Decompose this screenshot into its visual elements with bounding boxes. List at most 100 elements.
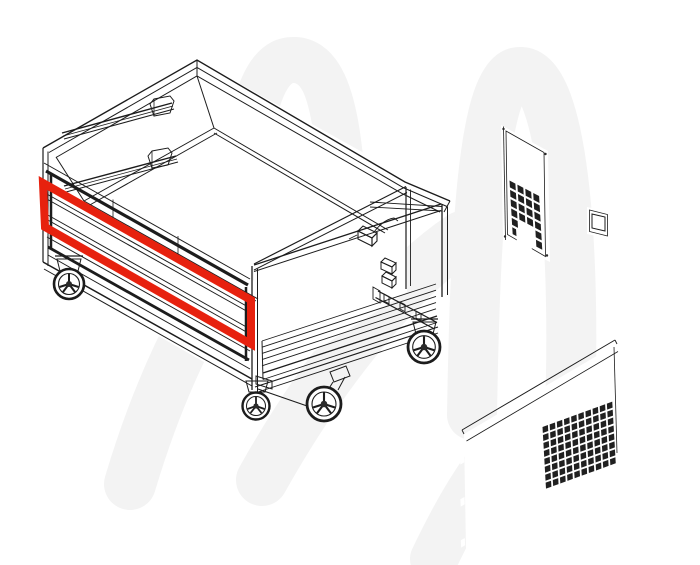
vent-cell <box>594 438 601 447</box>
vent-cell <box>550 430 556 439</box>
vent-cell <box>526 207 533 218</box>
vent-cell <box>559 459 565 468</box>
vent-cell <box>587 441 593 450</box>
vent-cell <box>581 467 588 476</box>
slide-rail-lower <box>63 147 179 193</box>
right-open-frame <box>251 185 448 408</box>
vent-cell <box>608 433 615 442</box>
panel-9 <box>501 125 550 262</box>
vent-cell <box>593 414 599 423</box>
connector-block-lower <box>381 271 397 290</box>
red-highlight-band <box>38 175 255 351</box>
vent-cell <box>573 462 580 471</box>
vent-cell <box>564 433 571 442</box>
vent-cell <box>580 443 586 452</box>
vent-cell <box>510 189 517 200</box>
vent-cell <box>578 420 585 428</box>
vent-cell <box>587 449 594 458</box>
vent-cell <box>557 435 564 444</box>
vent-cell <box>602 459 609 468</box>
panel-10 <box>460 339 620 549</box>
vent-cell <box>564 425 571 434</box>
vent-cell <box>559 467 566 476</box>
vent-cell <box>571 422 578 431</box>
vent-cell <box>542 425 549 433</box>
vent-cell <box>609 441 615 450</box>
partition-fill <box>254 186 407 390</box>
slide-rail-upper <box>61 95 175 140</box>
connector-block-upper <box>380 257 397 276</box>
vent-cell <box>571 414 577 423</box>
vent-cell <box>545 480 552 489</box>
vent-cell <box>578 412 584 420</box>
vent-cell <box>552 478 559 487</box>
vent-cell <box>594 446 601 455</box>
vent-cell <box>551 462 558 471</box>
vent-cell <box>542 433 549 441</box>
vent-cell <box>579 435 586 444</box>
vent-cell <box>609 449 616 458</box>
vent-cell <box>518 203 525 214</box>
latch-13 <box>348 217 399 248</box>
vent-cell <box>572 438 579 447</box>
vent-cell <box>593 430 600 439</box>
vent-cell <box>606 401 613 410</box>
caster-wheel-mid <box>241 380 271 421</box>
vent-cell <box>526 216 534 227</box>
vent-cell <box>557 427 563 436</box>
vent-cell <box>580 451 587 460</box>
vent-cell <box>574 470 580 479</box>
vent-cell <box>511 208 518 219</box>
vent-cell <box>545 472 551 481</box>
vent-cell <box>567 472 573 481</box>
vent-cell <box>595 462 602 471</box>
vent-cell <box>565 441 572 450</box>
caster-wheel-front-left <box>52 255 86 301</box>
vent-cell <box>607 409 614 418</box>
vent-cell <box>592 406 599 415</box>
vent-cell <box>535 230 542 241</box>
vent-cell <box>585 417 592 426</box>
vent-cell <box>607 417 614 426</box>
panel-10-vent-grid <box>542 401 616 489</box>
vent-cell <box>517 194 525 204</box>
vent-cell <box>551 446 557 455</box>
bezel-11 <box>587 207 610 239</box>
vent-cell <box>534 221 542 231</box>
vent-cell <box>586 425 593 434</box>
vent-cell <box>544 464 551 473</box>
watermark-stroke <box>236 211 488 506</box>
vent-cell <box>509 180 516 191</box>
vent-cell <box>588 465 595 474</box>
shelf-slats <box>261 283 438 380</box>
vent-cell <box>517 184 524 195</box>
vent-cell <box>525 188 532 199</box>
vent-cell <box>559 475 566 484</box>
vent-cell <box>549 422 556 431</box>
vent-cell <box>585 409 592 418</box>
vent-cell <box>572 430 578 439</box>
vent-cell <box>551 454 558 463</box>
vent-cell <box>566 457 572 465</box>
watermark-arch <box>447 47 597 440</box>
caster-wheel-7 <box>406 318 442 365</box>
vent-cell <box>601 436 608 444</box>
vent-cell <box>543 440 550 449</box>
vent-cell <box>580 459 587 468</box>
vent-cell <box>566 464 573 473</box>
vent-cell <box>511 217 519 228</box>
caster-wheel-6 <box>305 365 351 423</box>
vent-cell <box>558 451 565 460</box>
shelf-cross-support <box>372 286 438 330</box>
vent-cell <box>544 456 551 465</box>
vent-cell <box>533 202 541 213</box>
vent-cell <box>608 425 614 434</box>
vent-cell <box>595 454 601 463</box>
vent-cell <box>600 412 606 421</box>
vent-cell <box>600 420 607 429</box>
vent-cell <box>593 422 600 431</box>
vent-cell <box>599 404 606 413</box>
vent-cell <box>510 199 517 210</box>
